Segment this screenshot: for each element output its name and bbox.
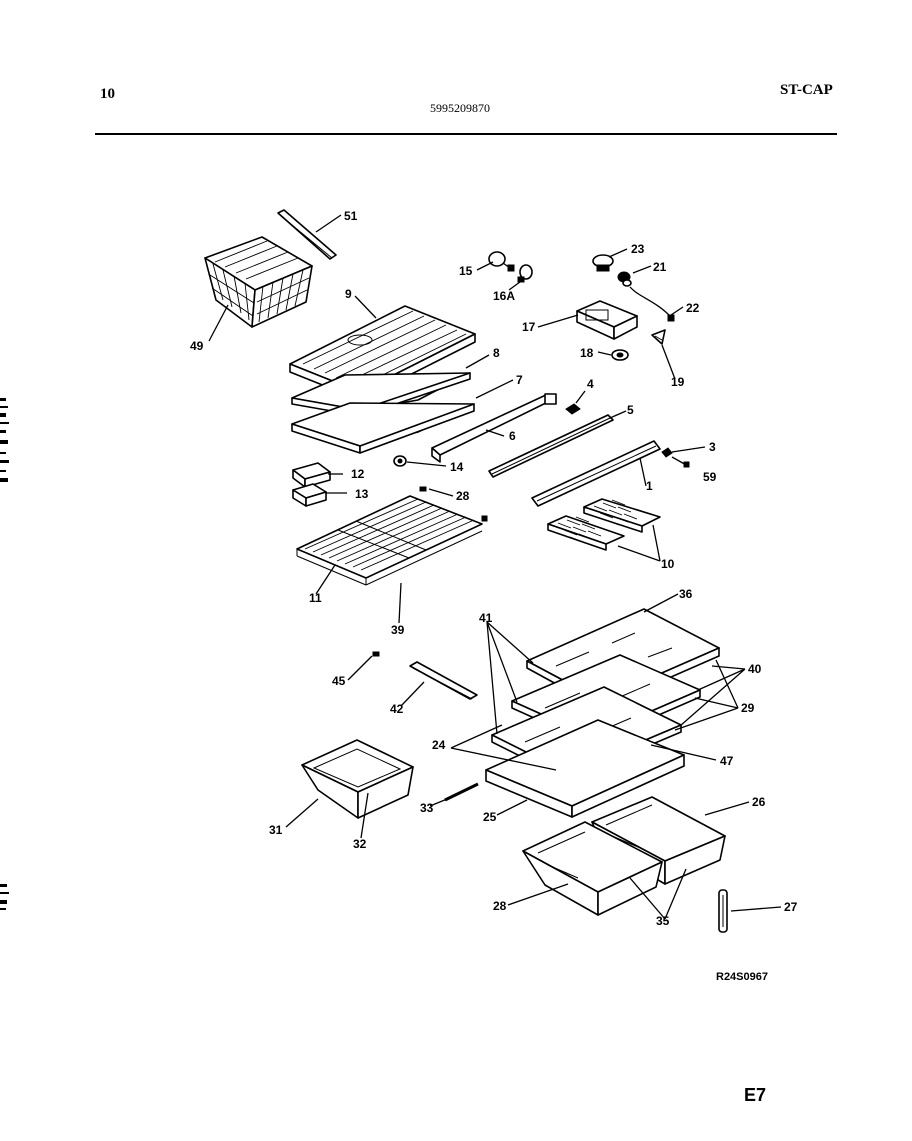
- part-19-clip: [651, 329, 666, 345]
- part-15-light: [488, 251, 515, 272]
- reference-code: R24S0967: [716, 971, 768, 983]
- part-45-clip: [372, 651, 380, 657]
- part-14-nut: [393, 455, 407, 467]
- part-3-screw: [661, 447, 673, 458]
- callout-26: 26: [752, 795, 766, 809]
- part-47-crisper-panel: [485, 719, 685, 818]
- leader-lines: [208, 214, 782, 920]
- header-rule: [95, 133, 837, 135]
- callout-31: 31: [269, 823, 283, 837]
- callout-29: 29: [741, 701, 755, 715]
- part-49-basket: [204, 236, 313, 328]
- part-1-rail: [531, 440, 661, 507]
- part-28-pin: [419, 486, 488, 522]
- callout-13: 13: [355, 487, 369, 501]
- part-23-knob: [592, 254, 614, 272]
- callout-32: 32: [353, 837, 367, 851]
- part-28-crisper: [522, 821, 663, 916]
- callout-8: 8: [493, 346, 500, 360]
- part-17-housing: [576, 300, 638, 340]
- part-7-shelf-frame: [291, 402, 475, 454]
- part-6-bracket: [431, 393, 557, 463]
- callout-51: 51: [344, 209, 358, 223]
- part-13-roller: [292, 483, 327, 507]
- callout-11: 11: [309, 591, 322, 605]
- callout-9: 9: [345, 287, 352, 301]
- section-code: E7: [744, 1085, 766, 1105]
- callout-7: 7: [516, 373, 523, 387]
- part-4-screw: [565, 403, 581, 415]
- callout-10: 10: [661, 557, 675, 571]
- callout-16a: 16A: [493, 289, 515, 303]
- callout-33: 33: [420, 801, 434, 815]
- callout-45: 45: [332, 674, 346, 688]
- callout-21: 21: [653, 260, 667, 274]
- callout-35: 35: [656, 914, 670, 928]
- callout-42: 42: [390, 702, 404, 716]
- callout-6: 6: [509, 429, 516, 443]
- part-59-screw: [671, 456, 690, 468]
- callout-47: 47: [720, 754, 734, 768]
- callout-22: 22: [686, 301, 700, 315]
- callout-36: 36: [679, 587, 693, 601]
- callout-24: 24: [432, 738, 446, 752]
- callout-40: 40: [748, 662, 762, 676]
- callout-28: 28: [456, 489, 470, 503]
- callout-23: 23: [631, 242, 645, 256]
- page-number: 10: [100, 86, 115, 102]
- callout-18: 18: [580, 346, 594, 360]
- part-31-drawer: [301, 739, 414, 819]
- callout-49: 49: [190, 339, 204, 353]
- callout-41: 41: [479, 611, 493, 625]
- callout-labels: 51 49 9 8 7 6 15 16A 23 21 22 17 18 19 4…: [190, 209, 798, 928]
- part-number: 5995209870: [430, 101, 490, 115]
- callout-5: 5: [627, 403, 634, 417]
- callout-19: 19: [671, 375, 685, 389]
- model-code: ST-CAP: [780, 82, 833, 98]
- part-42-bracket: [409, 661, 478, 700]
- callout-27: 27: [784, 900, 798, 914]
- callout-1: 1: [646, 479, 653, 493]
- callout-3: 3: [709, 440, 716, 454]
- callout-17: 17: [522, 320, 536, 334]
- part-12-roller: [292, 462, 331, 488]
- part-11-wire-shelf: [296, 495, 483, 586]
- part-27-stud: [718, 889, 728, 933]
- binding-marks: [0, 398, 9, 910]
- part-10-ice-trays: [547, 498, 661, 551]
- callout-25: 25: [483, 810, 497, 824]
- callout-59: 59: [703, 470, 717, 484]
- callout-14: 14: [450, 460, 464, 474]
- callout-12: 12: [351, 467, 365, 481]
- callout-4: 4: [587, 377, 594, 391]
- callout-15: 15: [459, 264, 473, 278]
- part-5-rail: [488, 414, 614, 478]
- part-16a-bulb: [517, 264, 533, 283]
- callout-28b: 28: [493, 899, 507, 913]
- part-18-washer: [611, 349, 629, 361]
- part-51-rail: [277, 209, 337, 260]
- part-21-control: [617, 271, 632, 287]
- callout-39: 39: [391, 623, 405, 637]
